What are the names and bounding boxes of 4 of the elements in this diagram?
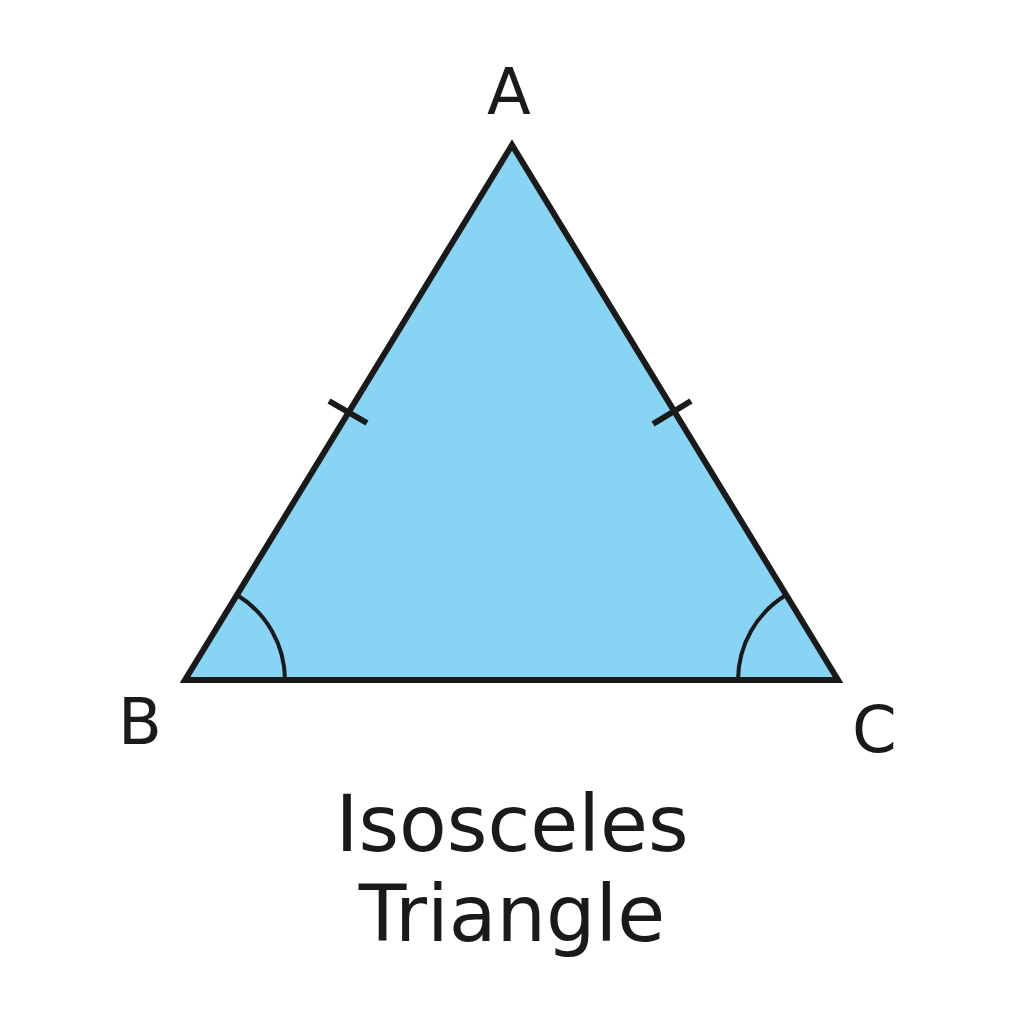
vertex-label: C: [852, 698, 897, 762]
vertex-label: B: [118, 690, 162, 754]
vertex-label: A: [487, 60, 531, 124]
caption: Isosceles Triangle: [334, 780, 690, 960]
